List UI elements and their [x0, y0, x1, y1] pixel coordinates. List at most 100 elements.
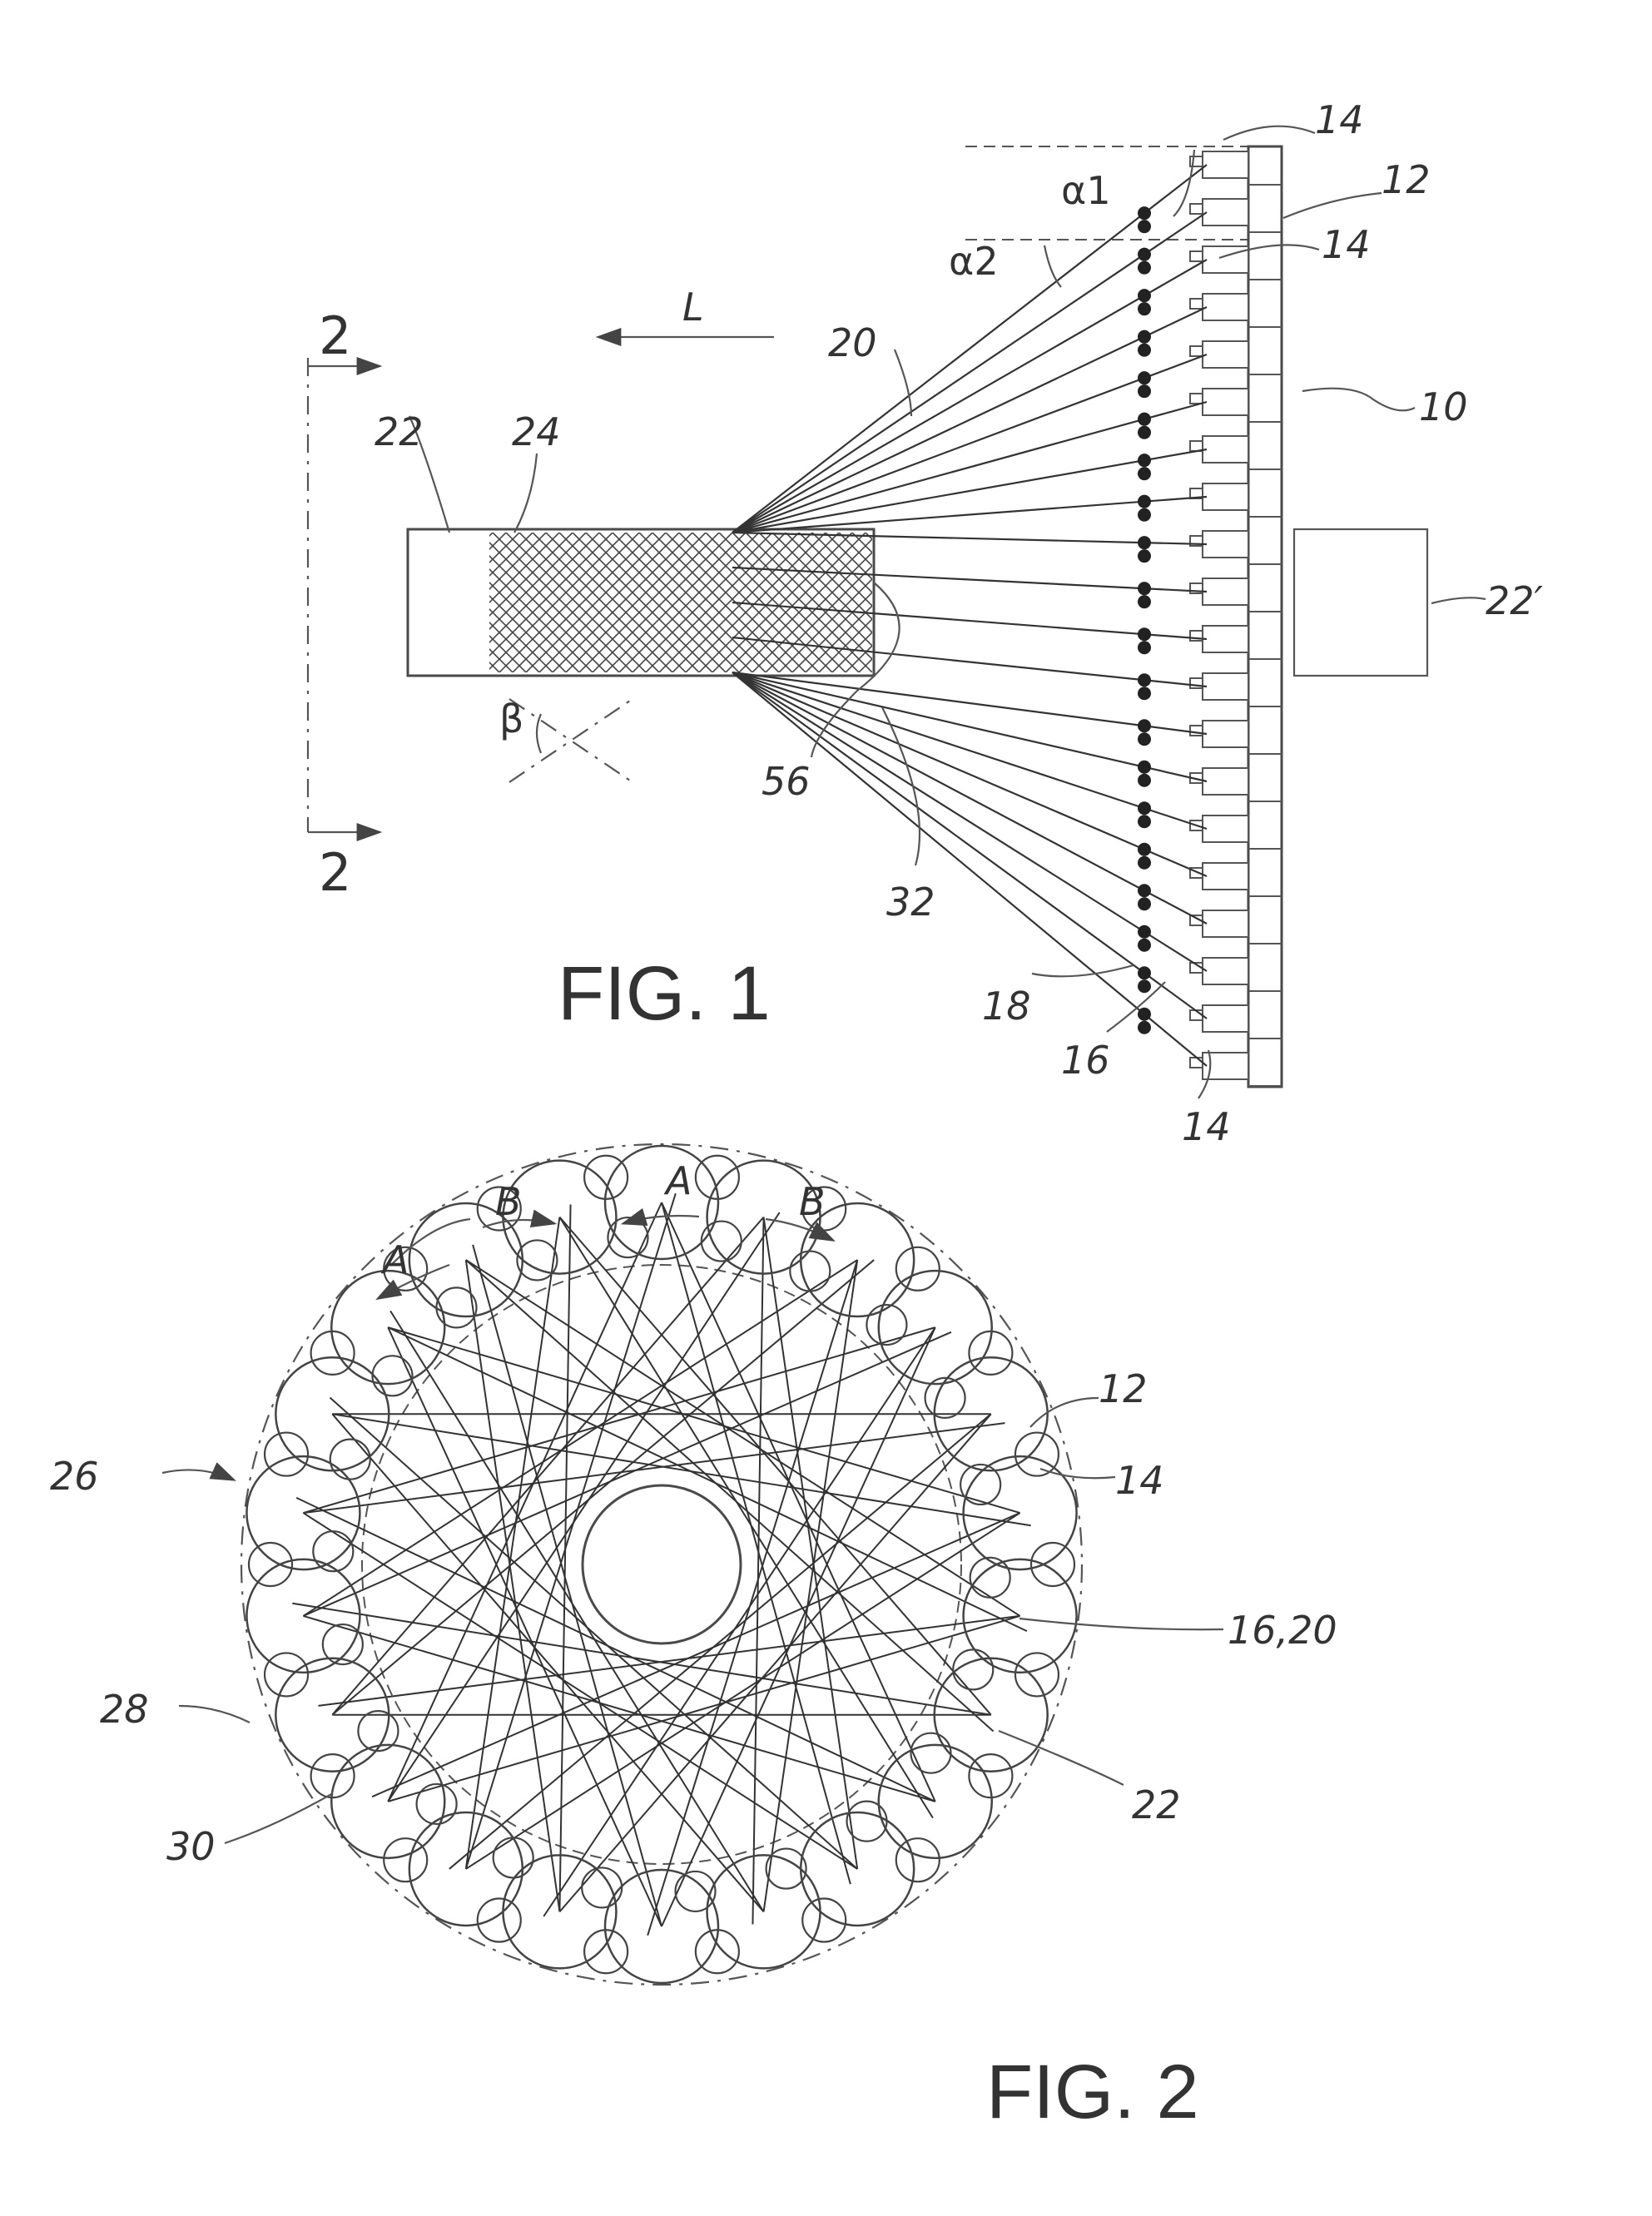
bobbin-14 [1015, 1433, 1059, 1476]
bobbin-18 [1138, 261, 1151, 275]
yarn-20 [732, 354, 1207, 533]
carrier-14 [1203, 294, 1248, 320]
carrier-nub [1190, 204, 1203, 214]
carrier-column [1190, 151, 1282, 1086]
bobbin-14 [384, 1838, 427, 1881]
fig2-reference-numerals: 12 14 26 16,20 28 22 30 [50, 1366, 1337, 1869]
bobbin-14 [436, 1287, 476, 1327]
direction-label: L [682, 285, 704, 330]
mandrel-22-section [583, 1485, 741, 1643]
angle-alphas: α1 α2 [949, 150, 1194, 287]
bobbin-18 [1138, 495, 1151, 508]
bobbin-14 [478, 1899, 521, 1942]
bobbin-18 [1138, 582, 1151, 595]
bobbin-18 [1138, 774, 1151, 787]
figure-2-title: FIG. 2 [986, 2050, 1199, 2134]
bobbin-14 [970, 1558, 1010, 1598]
rotation-b-left: B [495, 1179, 522, 1224]
yarn-20 [732, 402, 1207, 533]
yarn-20 [732, 672, 1207, 971]
ref-56: 56 [762, 759, 811, 804]
figure-2: A B A B 12 14 26 16,20 28 22 30 FIG. 2 [50, 1144, 1337, 2134]
yarn-line [332, 1414, 763, 1911]
rotation-a-left: A [380, 1237, 409, 1282]
carrier-14 [1203, 199, 1248, 226]
bobbin-14 [494, 1837, 533, 1877]
bobbin-18 [1138, 330, 1151, 344]
bobbin-14 [313, 1531, 353, 1571]
yarn-line [662, 1202, 935, 1802]
carrier-14 [1203, 578, 1248, 605]
carrier-14 [1203, 341, 1248, 368]
ref-14-bottom: 14 [1182, 1104, 1231, 1149]
yarn-line [388, 1327, 662, 1926]
carrier-14 [1203, 816, 1248, 842]
bobbin-14 [1031, 1543, 1074, 1586]
ref-18: 18 [982, 984, 1031, 1029]
bobbin-14 [953, 1649, 993, 1689]
ref-20: 20 [828, 320, 877, 365]
carrier-nub [1190, 726, 1203, 736]
figure-1: 2 2 L β α1 α2 [308, 97, 1544, 1149]
angle-beta: β [499, 697, 633, 782]
bobbin-18 [1138, 641, 1151, 654]
ref-12: 12 [1382, 157, 1431, 202]
bobbin-14 [265, 1653, 308, 1696]
yarn-line [662, 1327, 935, 1926]
outer-path-28 [241, 1144, 1082, 1985]
bobbin-14 [896, 1838, 940, 1881]
bobbin-18 [1138, 1008, 1151, 1021]
yarn-line [332, 1414, 1030, 1525]
bobbin-18 [1138, 673, 1151, 687]
bobbin-18 [1138, 220, 1151, 233]
bobbin-14 [1015, 1653, 1059, 1696]
figure-1-title: FIG. 1 [558, 951, 771, 1036]
braid-24 [489, 533, 872, 672]
yarn-line [559, 1414, 990, 1911]
bobbin-18 [1138, 979, 1151, 993]
yarn-line [303, 1327, 935, 1513]
ref-26: 26 [50, 1454, 99, 1499]
ref-28: 28 [100, 1687, 149, 1732]
rotation-b-right: B [799, 1179, 826, 1224]
carrier-14 [1203, 531, 1248, 558]
carrier-nub [1190, 394, 1203, 404]
ref-16: 16 [1061, 1038, 1110, 1083]
ref-14-second: 14 [1322, 222, 1371, 267]
yarn-line [388, 1202, 662, 1802]
ref-14-fig2: 14 [1115, 1458, 1164, 1503]
carrier-14 [1203, 151, 1248, 178]
bobbin-18 [1138, 939, 1151, 952]
yarns-16-20 [292, 1193, 1030, 1936]
bobbin-14 [790, 1252, 830, 1291]
bobbin-14 [330, 1440, 370, 1480]
yarn-20 [732, 672, 1207, 829]
bobbin-18 [1138, 371, 1151, 384]
carriers-12 [246, 1146, 1076, 1983]
bobbins-18 [1138, 206, 1151, 1034]
bobbin-14 [608, 1217, 647, 1257]
direction-arrow-L: L [599, 285, 774, 337]
yarn-line [543, 1327, 935, 1916]
section-line-2-2: 2 2 [308, 305, 379, 903]
bobbin-18 [1138, 508, 1151, 522]
bobbin-18 [1138, 856, 1151, 870]
ref-24: 24 [512, 409, 561, 454]
bobbin-18 [1138, 897, 1151, 910]
carrier-14 [1203, 1005, 1248, 1032]
ref-14-top: 14 [1315, 97, 1364, 142]
yarn-20 [732, 672, 1207, 1066]
bobbin-18 [1138, 966, 1151, 979]
yarn-line [303, 1513, 857, 1869]
carrier-14 [1203, 246, 1248, 273]
carrier-12 [331, 1271, 444, 1384]
carrier-nub [1190, 1058, 1203, 1068]
bobbin-18 [1138, 248, 1151, 261]
section-mark-bottom: 2 [319, 842, 351, 903]
bobbin-14 [847, 1802, 887, 1842]
rotation-a-middle: A [663, 1158, 692, 1203]
bobbin-18 [1138, 719, 1151, 732]
yarn-20 [732, 165, 1207, 533]
yarn-20 [732, 307, 1207, 533]
